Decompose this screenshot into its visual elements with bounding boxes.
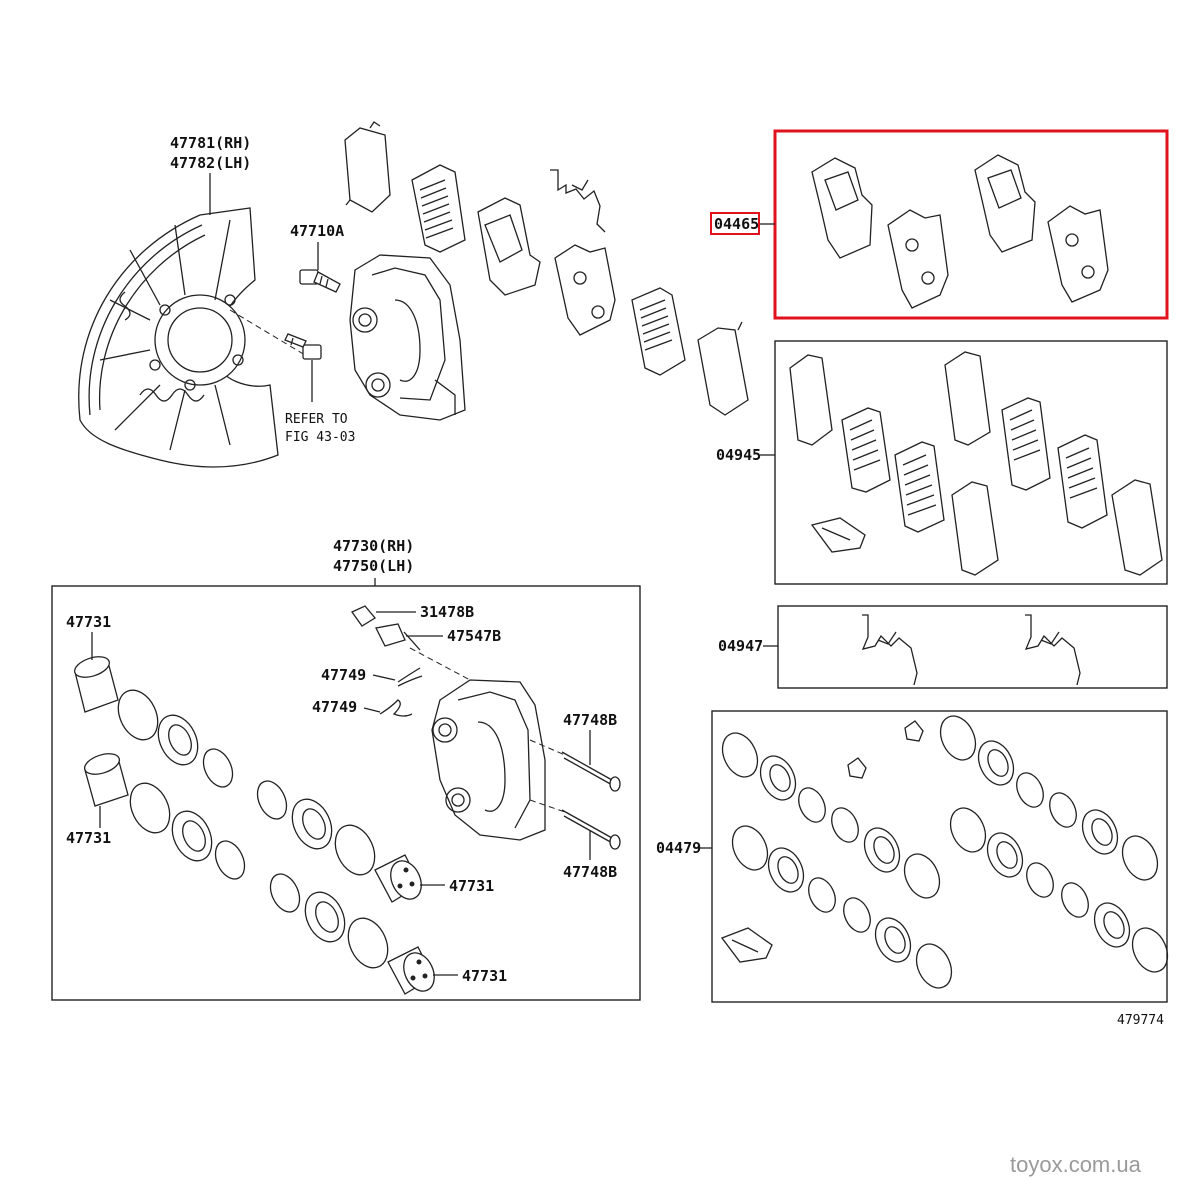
label-caliper-lh[interactable]: 47750(LH) (333, 557, 414, 575)
shim-kit-frame (774, 340, 1168, 585)
label-piston-b[interactable]: 47731 (66, 829, 111, 847)
label-piston-c[interactable]: 47731 (449, 877, 494, 895)
label-spring-kit[interactable]: 04947 (718, 637, 763, 655)
label-shield-rh[interactable]: 47781(RH) (170, 134, 251, 152)
label-refer-1: REFER TO (285, 412, 348, 427)
spring-kit-frame (777, 605, 1168, 689)
label-piston-d[interactable]: 47731 (462, 967, 507, 985)
pad-kit-drawing[interactable] (811, 154, 1109, 309)
label-piston-a[interactable]: 47731 (66, 613, 111, 631)
caliper-bolt-drawing[interactable] (284, 269, 341, 402)
label-pin-a[interactable]: 47748B (563, 711, 617, 729)
label-pin-b[interactable]: 47748B (563, 863, 617, 881)
caliper-body-drawing[interactable] (351, 605, 621, 850)
seal-kit-frame (711, 710, 1168, 1003)
figure-number: 479774 (1117, 1013, 1164, 1028)
label-pad-kit[interactable]: 04465 (714, 215, 759, 233)
caliper-upper-drawing[interactable] (349, 254, 466, 421)
piston-seals-drawing[interactable] (72, 653, 458, 996)
shim-kit-drawing[interactable] (789, 351, 1163, 576)
label-seal-kit[interactable]: 04479 (656, 839, 701, 857)
label-shield-lh[interactable]: 47782(LH) (170, 154, 251, 172)
dust-shield-drawing[interactable] (78, 207, 306, 468)
pad-kit-label-highlight (710, 212, 760, 235)
pad-chain-drawing[interactable] (344, 121, 749, 416)
spring-kit-drawing[interactable] (861, 614, 1081, 686)
labels: 47781(RH) 47782(LH) 47710A REFER TO FIG … (66, 134, 1164, 1028)
label-caliper-rh[interactable]: 47730(RH) (333, 537, 414, 555)
label-clip-b[interactable]: 47749 (312, 698, 357, 716)
label-clip-a[interactable]: 47749 (321, 666, 366, 684)
label-bleeder-cap[interactable]: 31478B (420, 603, 474, 621)
label-bolt[interactable]: 47710A (290, 222, 344, 240)
label-bleeder-plug[interactable]: 47547B (447, 627, 501, 645)
watermark: toyox.com.ua (1010, 1152, 1142, 1177)
seal-kit-drawing[interactable] (716, 710, 1174, 993)
label-shim-kit[interactable]: 04945 (716, 446, 761, 464)
label-refer-2: FIG 43-03 (285, 430, 355, 445)
caliper-assembly-frame (51, 585, 641, 1001)
